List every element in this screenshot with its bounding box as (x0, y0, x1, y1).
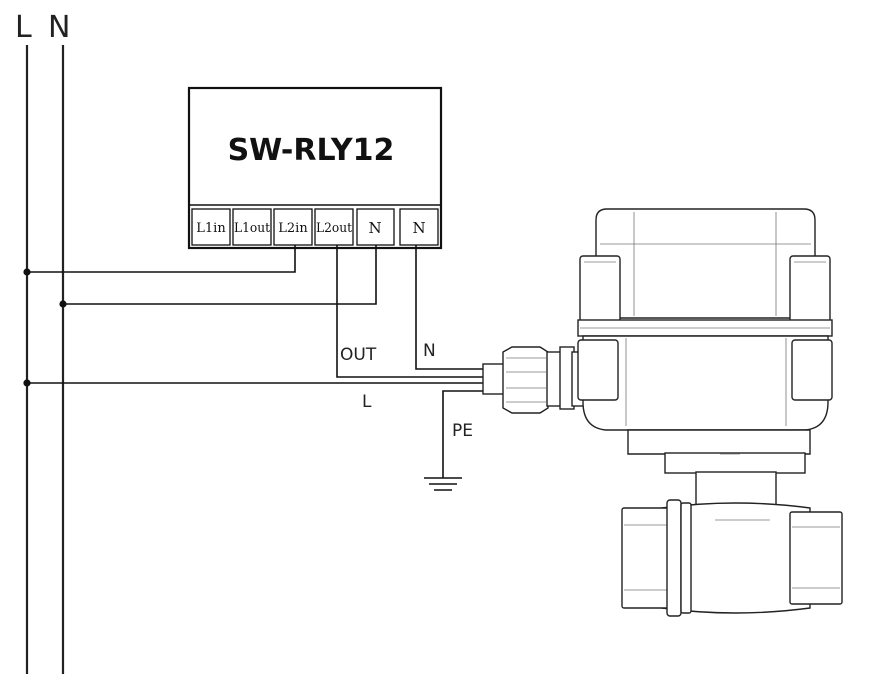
wire-label-n: N (423, 341, 436, 361)
wire-pe (442, 390, 492, 478)
terminal-label-l1in: L1in (196, 221, 226, 236)
relay-module: SW-RLY12 L1in L1out L2in L2out N N (187, 86, 443, 250)
actuator-bottom (582, 335, 829, 431)
terminal-block (232, 208, 272, 246)
neutral-bus-label: N (48, 10, 70, 45)
cable-stub (482, 363, 506, 395)
wire-l-to-l2in (27, 245, 296, 273)
valve-port-right (789, 511, 843, 605)
terminal-label-l1out: L1out (234, 221, 271, 236)
terminal-label-n1: N (368, 219, 381, 237)
module-title: SW-RLY12 (228, 133, 395, 168)
valve-body (661, 502, 811, 614)
actuator-top (595, 208, 816, 319)
ground-icon (424, 477, 462, 491)
line-bus-label: L (15, 10, 32, 45)
terminal-block (191, 208, 231, 246)
wire-label-l: L (362, 392, 372, 412)
left-clip (579, 255, 621, 329)
terminal-label-n2: N (412, 219, 425, 237)
terminal-block (314, 208, 354, 246)
wire-out (336, 245, 492, 378)
terminal-block (356, 208, 395, 246)
wire-n (415, 245, 492, 370)
wire-n-to-module-n (63, 245, 377, 305)
terminal-block (399, 208, 439, 246)
wire-label-out: OUT (340, 345, 377, 365)
terminal-label-l2in: L2in (278, 221, 308, 236)
wire-label-pe: PE (452, 421, 473, 441)
cable-gland (502, 346, 549, 414)
terminal-block (273, 208, 313, 246)
motorized-valve-icon (482, 208, 843, 617)
valve-neck-flange (627, 429, 811, 455)
right-clip (789, 255, 831, 329)
terminal-label-l2out: L2out (316, 221, 353, 236)
